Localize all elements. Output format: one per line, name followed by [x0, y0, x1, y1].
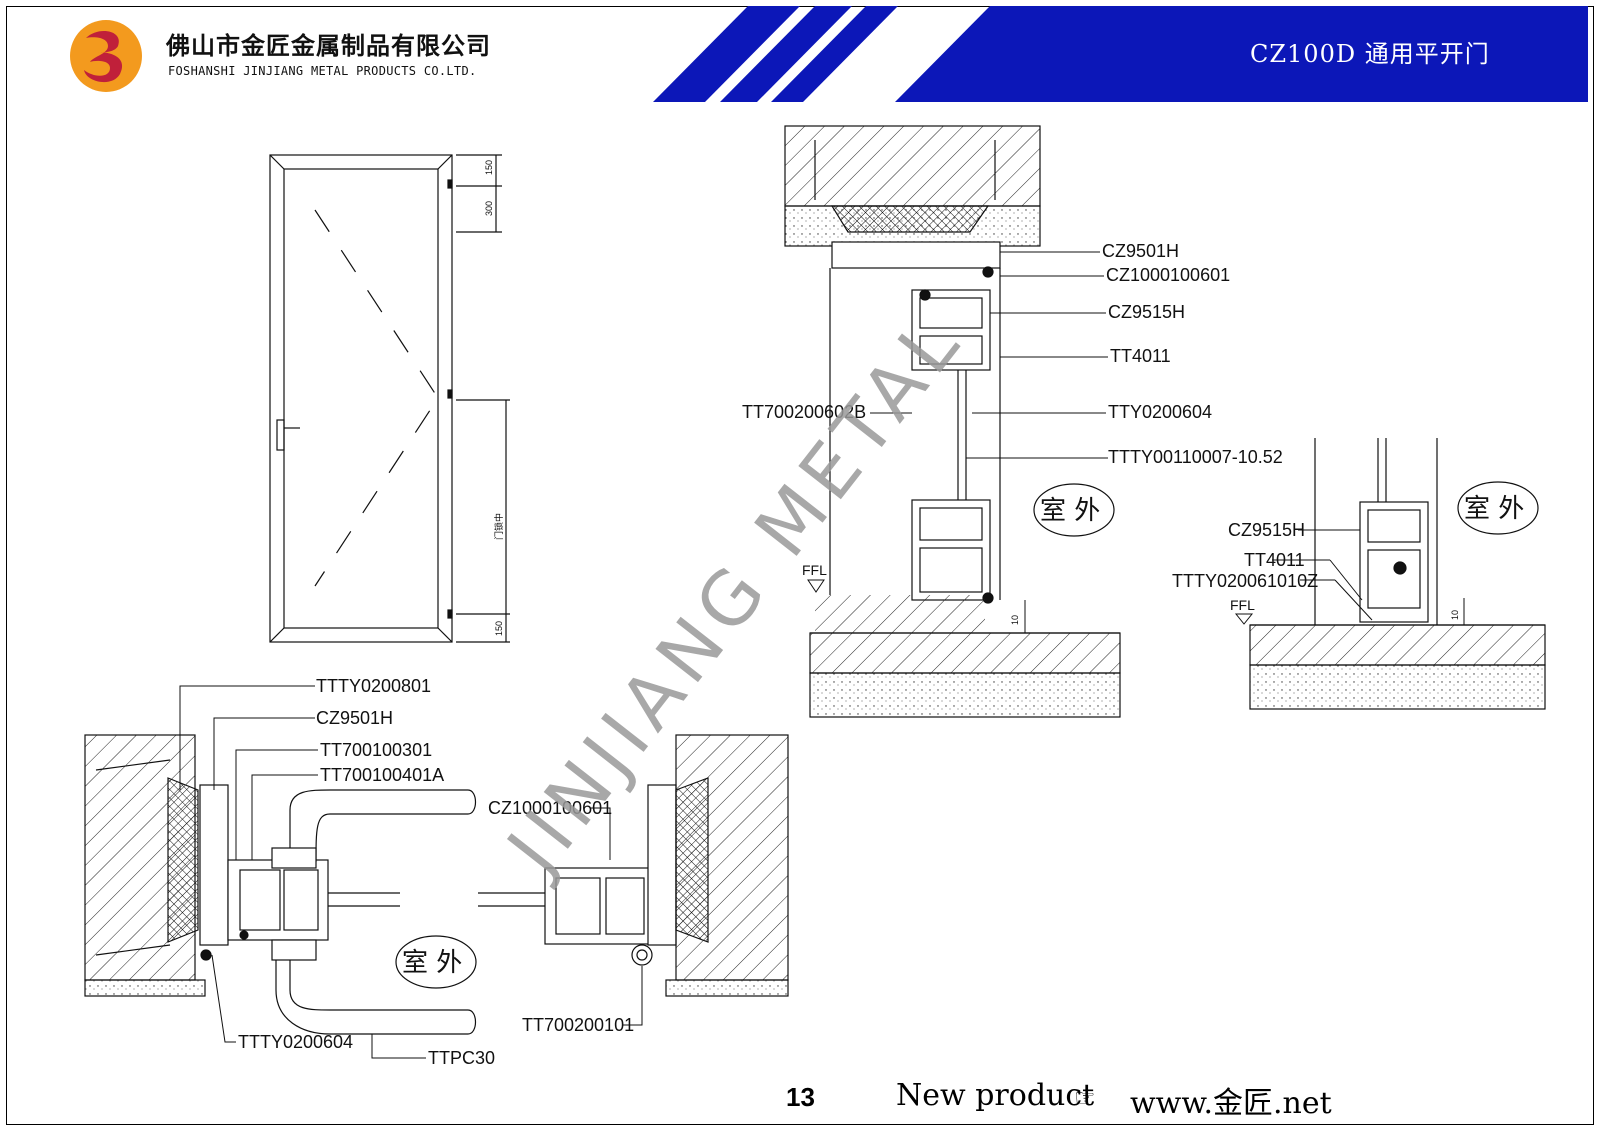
dim-top-300: 300: [484, 201, 494, 216]
sd-label-tt4011: TT4011: [1244, 550, 1305, 570]
ps-label-ttty0200604: TTTY0200604: [238, 1032, 353, 1052]
website-url[interactable]: www.金匠.net: [1130, 1086, 1332, 1121]
header-band: [653, 6, 1588, 102]
ps-label-cz1000100601: CZ1000100601: [488, 798, 612, 818]
sd-ffl-label: FFL: [1230, 597, 1255, 613]
vs-room-bubble: [1033, 483, 1115, 537]
page-number: 13: [786, 1082, 815, 1112]
dim-bottom-150: 150: [494, 621, 504, 636]
vs-room-label: 室 外: [1040, 496, 1100, 526]
vertical-section: [784, 125, 1121, 718]
dim-top-150: 150: [484, 160, 494, 175]
plan-section: [84, 685, 789, 1059]
ps-label-tt700100401a: TT700100401A: [320, 765, 444, 785]
vs-dim-10: 10: [1010, 615, 1020, 625]
sd-ffl-marker: [1234, 613, 1254, 625]
sd-room-bubble: [1457, 481, 1539, 535]
sd-room-label: 室 外: [1464, 494, 1524, 524]
company-logo-icon: [70, 20, 142, 92]
vs-label-cz9501h: CZ9501H: [1102, 241, 1179, 261]
vs-ffl-marker: [807, 579, 825, 593]
door-elevation: [269, 154, 510, 643]
vs-label-cz9515h: CZ9515H: [1108, 302, 1185, 322]
sd-dim-10: 10: [1450, 610, 1460, 620]
vs-label-tty0200604: TTY0200604: [1108, 402, 1212, 422]
ps-label-tt700200101: TT700200101: [522, 1015, 634, 1035]
sd-label-ttty020061010z: TTTY020061010Z: [1172, 571, 1318, 591]
pointing-hand-icon: ☞: [1074, 1084, 1096, 1112]
product-title: CZ100D 通用平开门: [1250, 40, 1490, 68]
ps-label-tt700100301: TT700100301: [320, 740, 432, 760]
vs-label-glass: TTTY00110007-10.52: [1108, 447, 1283, 467]
ps-room-label: 室 外: [402, 948, 462, 978]
page-border: [6, 6, 1594, 1125]
vs-label-tt4011: TT4011: [1110, 346, 1171, 366]
vs-label-cz1000100601: CZ1000100601: [1106, 265, 1230, 285]
company-name-cn: 佛山市金匠金属制品有限公司: [166, 32, 491, 60]
ps-label-cz9501h: CZ9501H: [316, 708, 393, 728]
ps-label-ttty0200801: TTTY0200801: [316, 676, 431, 696]
dim-handle: 门锁中: [493, 513, 504, 540]
sill-detail: [1249, 438, 1546, 710]
sd-label-cz9515h: CZ9515H: [1228, 520, 1305, 540]
vs-label-tt700200602b: TT700200602B: [742, 402, 866, 422]
vs-ffl-label: FFL: [802, 562, 827, 578]
new-product-label: New product: [896, 1078, 1095, 1113]
company-name-en: FOSHANSHI JINJIANG METAL PRODUCTS CO.LTD…: [168, 64, 477, 78]
ps-label-ttpc30: TTPC30: [428, 1048, 495, 1068]
ps-room-bubble: [395, 935, 477, 989]
